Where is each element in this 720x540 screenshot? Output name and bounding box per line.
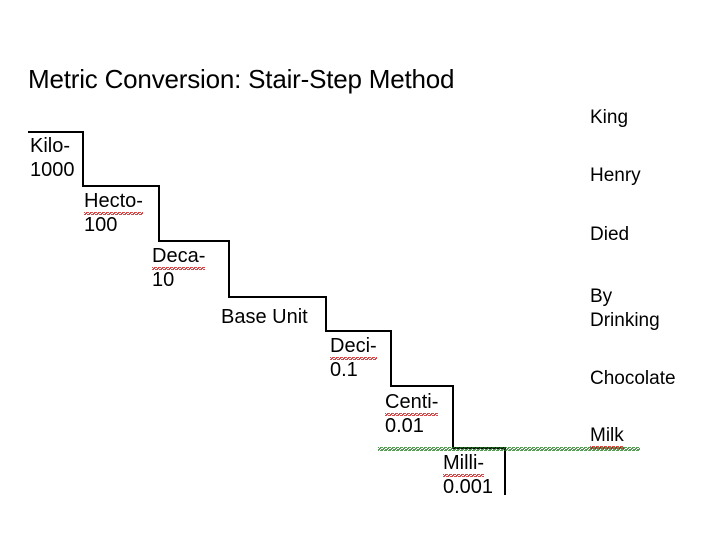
mnemonic-word-henry: Henry <box>590 165 641 186</box>
mnemonic-word-king: King <box>590 107 629 128</box>
spellcheck-underline: Deca- <box>152 245 206 270</box>
step-prefix-base-unit: Base Unit <box>221 306 308 328</box>
step-riser-base-unit <box>325 296 327 332</box>
mnemonic-word-died: Died <box>590 224 630 245</box>
step-tread-deca <box>158 240 230 242</box>
mnemonic-word-milk: Milk <box>590 424 624 449</box>
step-label-deci: Deci-0.1 <box>330 334 377 382</box>
mnemonic-word-chocolate: Chocolate <box>590 368 676 389</box>
step-riser-kilo <box>82 131 84 187</box>
mnemonic-word-drinking: Drinking <box>590 310 660 331</box>
page-title: Metric Conversion: Stair-Step Method <box>28 64 455 94</box>
spellcheck-underline: Milk <box>590 425 624 449</box>
step-label-hecto: Hecto-100 <box>84 189 143 237</box>
spellcheck-underline: Deci- <box>330 335 377 360</box>
mnemonic-word-by: By <box>590 286 613 307</box>
step-riser-deca <box>228 240 230 298</box>
spellcheck-underline: Hecto- <box>84 190 143 215</box>
step-tread-deci <box>325 330 392 332</box>
step-value-centi: 0.01 <box>385 415 424 437</box>
step-prefix-deci: Deci- <box>330 334 377 360</box>
step-label-centi: Centi-0.01 <box>385 390 439 438</box>
step-prefix-milli: Milli- <box>443 451 493 477</box>
step-tread-hecto <box>82 185 160 187</box>
step-tread-kilo <box>28 131 84 133</box>
step-prefix-kilo: Kilo- <box>30 135 71 157</box>
step-label-milli: Milli-0.001 <box>443 451 493 499</box>
step-label-kilo: Kilo-1000 <box>30 134 75 182</box>
spellcheck-underline: Centi- <box>385 391 439 416</box>
step-value-hecto: 100 <box>84 214 118 236</box>
step-riser-hecto <box>158 185 160 242</box>
step-prefix-centi: Centi- <box>385 390 439 416</box>
step-riser-milli <box>504 447 506 495</box>
step-tread-centi <box>390 385 454 387</box>
step-label-base-unit: Base Unit <box>221 305 308 329</box>
step-value-milli: 0.001 <box>443 476 494 498</box>
step-value-deci: 0.1 <box>330 359 358 381</box>
grammar-squiggle <box>378 447 640 451</box>
spellcheck-underline: Milli- <box>443 452 485 477</box>
step-tread-base-unit <box>228 296 327 298</box>
step-value-deca: 10 <box>152 269 175 291</box>
step-prefix-hecto: Hecto- <box>84 189 143 215</box>
step-riser-deci <box>390 330 392 387</box>
step-label-deca: Deca-10 <box>152 244 206 292</box>
step-riser-centi <box>452 385 454 449</box>
step-prefix-deca: Deca- <box>152 244 206 270</box>
step-value-kilo: 1000 <box>30 159 75 181</box>
